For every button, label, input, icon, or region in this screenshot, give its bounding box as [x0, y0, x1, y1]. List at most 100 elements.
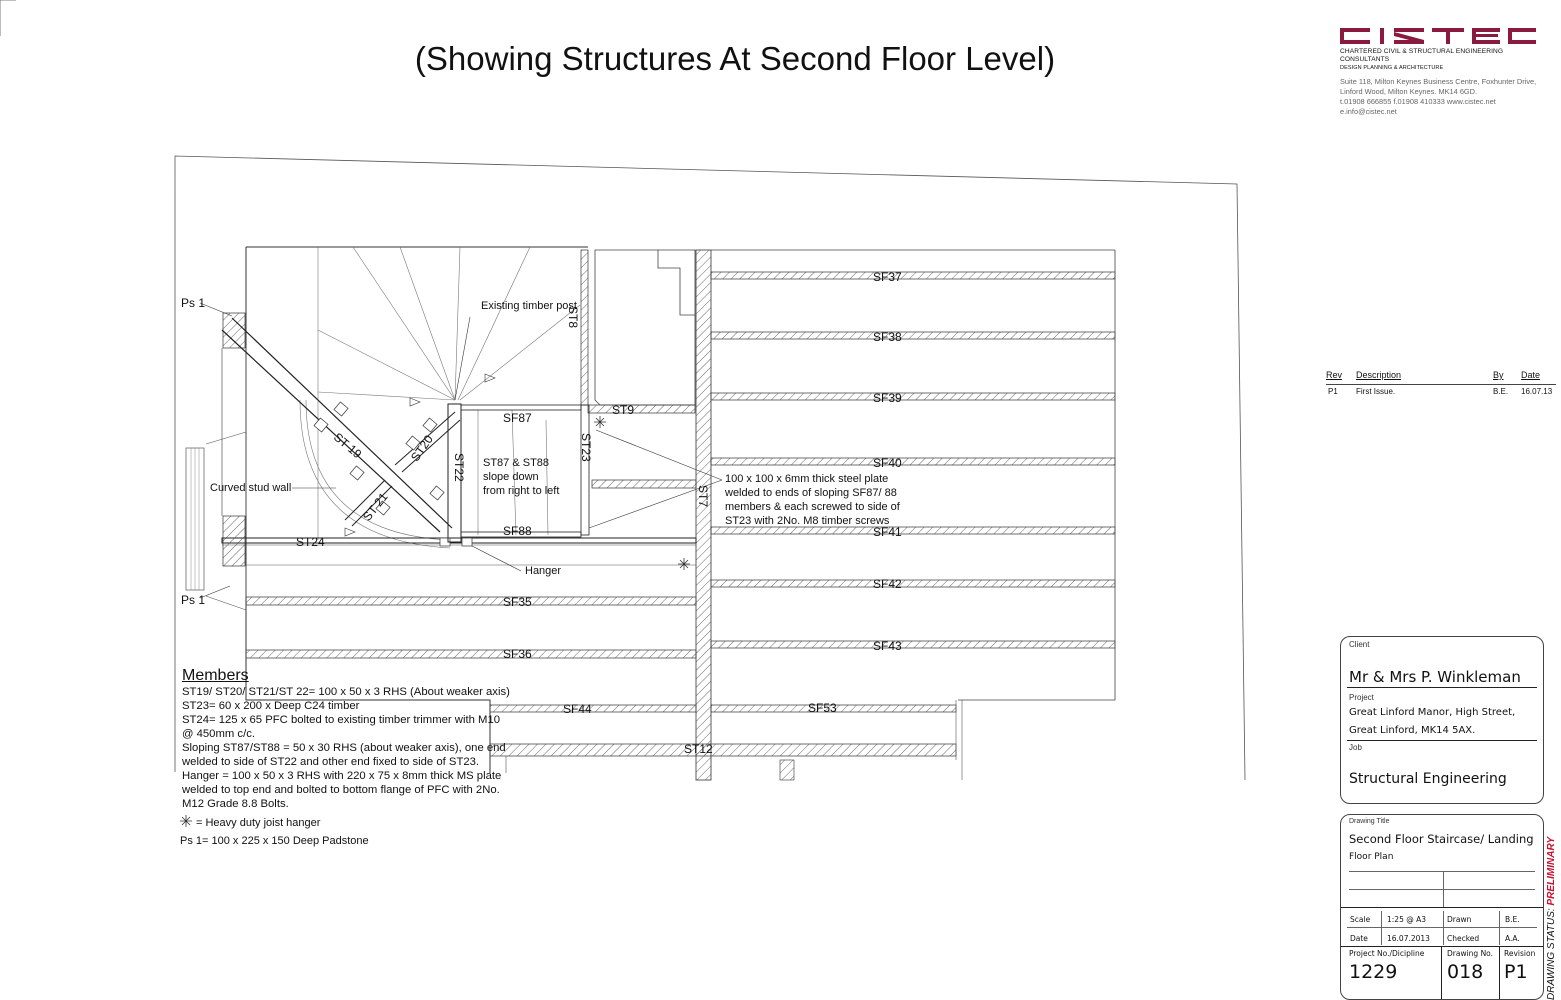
- address-line: Suite 118, Milton Keynes Business Centre…: [1340, 77, 1537, 86]
- members-line: ST23= 60 x 200 x Deep C24 timber: [182, 700, 360, 712]
- label-st22: ST22: [452, 453, 466, 482]
- job-label: Job: [1349, 743, 1362, 752]
- st21-member: [344, 479, 393, 527]
- drawing-title: Second Floor Staircase/ Landing: [1349, 832, 1534, 846]
- st23-member: [580, 404, 590, 536]
- stair-lines: [299, 246, 581, 549]
- label-hanger: Hanger: [525, 565, 562, 577]
- page-title: (Showing Structures At Second Floor Leve…: [414, 40, 1056, 77]
- label-existing-post: Existing timber post: [481, 300, 577, 312]
- project-line: Great Linford, MK14 5AX.: [1349, 725, 1476, 736]
- rev-header: Date: [1521, 370, 1541, 380]
- site-outline: [174, 155, 1246, 781]
- label-sf42: SF42: [873, 577, 902, 591]
- label-sf35: SF35: [503, 595, 532, 609]
- address-line: t.01908 666855 f.01908 410333 www.cistec…: [1340, 97, 1496, 116]
- project-no-value: 1229: [1349, 961, 1398, 983]
- project-label: Project: [1349, 693, 1374, 702]
- sf87-member: [460, 404, 582, 411]
- drawing-no-label: Drawing No.: [1447, 949, 1494, 958]
- members-heading: Members: [182, 667, 249, 684]
- checked-label: Checked: [1447, 934, 1480, 943]
- firm-disciplines: DESIGN PLANNING & ARCHITECTURE: [1340, 65, 1444, 71]
- rev-cell: B.E.: [1493, 387, 1509, 396]
- label-st9: ST9: [612, 403, 635, 417]
- rev-cell: First Issue.: [1356, 387, 1396, 396]
- st7-wall: [695, 249, 712, 781]
- label-st23: ST23: [579, 433, 593, 462]
- corner-mark: [0, 0, 16, 36]
- status-value: PRELIMINARY: [1546, 836, 1557, 906]
- drawing-no-value: 018: [1447, 961, 1484, 983]
- label-sf36: SF36: [503, 647, 532, 661]
- address-line: Linford Wood, Milton Keynes. MK14 6GD.: [1340, 87, 1478, 96]
- project-no-label: Project No./Dicipline: [1349, 949, 1425, 958]
- members-notes: Members ST19/ ST20/ ST21/ST 22= 100 x 50…: [182, 666, 512, 811]
- floor-beams-left: [245, 404, 957, 757]
- label-sf88: SF88: [503, 524, 532, 538]
- label-sf39: SF39: [873, 391, 902, 405]
- label-sf37: SF37: [873, 270, 902, 284]
- members-line: Hanger = 100 x 50 x 3 RHS with 220 x 75 …: [182, 770, 502, 810]
- label-curved-wall: Curved stud wall: [210, 482, 292, 494]
- padstone-bottom: [222, 515, 246, 567]
- drawing-title-label: Drawing Title: [1349, 818, 1390, 825]
- project-line: Great Linford Manor, High Street,: [1349, 707, 1516, 718]
- legend-padstone: Ps 1= 100 x 225 x 150 Deep Padstone: [180, 835, 369, 847]
- rev-row: P1 First Issue. B.E. 16.07.13: [1326, 387, 1556, 401]
- st22-member: [447, 403, 462, 543]
- rev-cell: P1: [1328, 387, 1338, 396]
- st19-member: [221, 317, 453, 533]
- members-line: Sloping ST87/ST88 = 50 x 30 RHS (about w…: [182, 742, 506, 768]
- members-line: ST24= 125 x 65 PFC bolted to existing ti…: [182, 714, 501, 740]
- checked-value: A.A.: [1505, 934, 1520, 943]
- scale-value: 1:25 @ A3: [1387, 915, 1427, 924]
- firm-address: Suite 118, Milton Keynes Business Centre…: [1340, 77, 1540, 117]
- label-st7: ST7: [696, 485, 710, 508]
- drawing-status: DRAWING STATUS: PRELIMINARY: [1546, 837, 1557, 1000]
- connection-plates: [313, 401, 473, 547]
- drawn-value: B.E.: [1505, 915, 1520, 924]
- scale-label: Scale: [1350, 915, 1371, 924]
- rev-cell: 16.07.13: [1521, 387, 1553, 396]
- label-ps1-top: Ps 1: [181, 296, 206, 310]
- label-sf38: SF38: [873, 330, 902, 344]
- revision-label: Revision: [1504, 949, 1536, 958]
- rev-header: Description: [1356, 370, 1402, 380]
- date-label: Date: [1350, 934, 1368, 943]
- joist-hanger-symbols: [180, 416, 690, 827]
- label-st24: ST24: [296, 535, 325, 549]
- date-value: 16.07.2013: [1387, 934, 1430, 943]
- legend-hanger: = Heavy duty joist hanger: [196, 817, 321, 829]
- st24-beam: [221, 537, 697, 544]
- label-sf40: SF40: [873, 456, 902, 470]
- revision-table: Rev Description By Date P1 First Issue. …: [1326, 370, 1556, 399]
- label-ps1-bottom: Ps 1: [181, 593, 206, 607]
- st8-wall: [580, 249, 589, 406]
- client-box: Client Mr & Mrs P. Winkleman Project Gre…: [1340, 636, 1544, 804]
- members-line: ST19/ ST20/ ST21/ST 22= 100 x 50 x 3 RHS…: [182, 686, 510, 698]
- job-name: Structural Engineering: [1349, 771, 1507, 787]
- title-box: Drawing Title Second Floor Staircase/ La…: [1340, 814, 1544, 1000]
- client-name: Mr & Mrs P. Winkleman: [1349, 668, 1521, 686]
- label-sf44: SF44: [563, 702, 592, 716]
- leader-lines: [199, 302, 723, 599]
- legend: = Heavy duty joist hanger Ps 1= 100 x 22…: [180, 815, 369, 849]
- revision-value: P1: [1504, 961, 1528, 983]
- label-sf53: SF53: [808, 701, 837, 715]
- label-sf41: SF41: [873, 525, 902, 539]
- st20-member: [394, 411, 461, 473]
- floor-beams-right: [710, 271, 1116, 649]
- rev-header: Rev: [1326, 370, 1343, 380]
- label-slope-note: ST87 & ST88 slope down from right to lef…: [483, 457, 560, 497]
- status-label: DRAWING STATUS:: [1546, 908, 1557, 1000]
- drawn-label: Drawn: [1447, 915, 1472, 924]
- drawing-subtitle: Floor Plan: [1349, 852, 1394, 862]
- firm-block: CHARTERED CIVIL & STRUCTURAL ENGINEERING…: [1340, 48, 1540, 72]
- label-sf43: SF43: [873, 639, 902, 653]
- label-st12: ST12: [684, 742, 713, 756]
- client-label: Client: [1349, 640, 1370, 649]
- cistec-logo: [1340, 28, 1536, 44]
- padstone-top: [222, 312, 246, 349]
